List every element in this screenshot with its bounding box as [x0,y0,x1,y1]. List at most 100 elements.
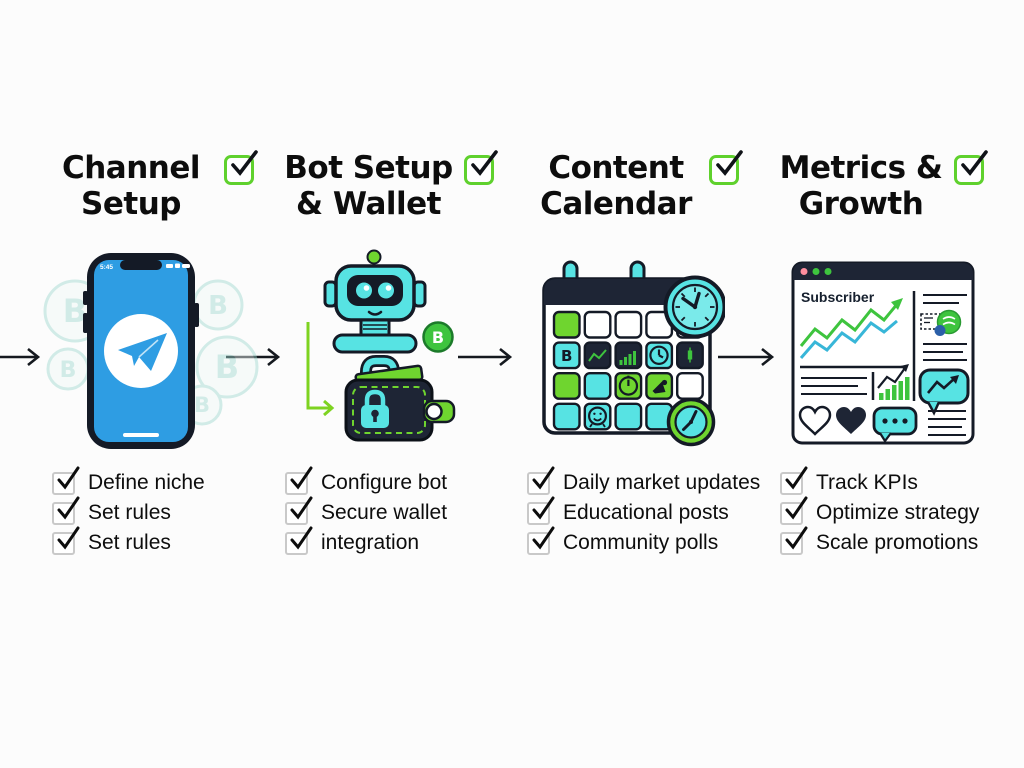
checklist-item: Configure bot [285,466,448,495]
checkbox-checked-icon [780,496,808,525]
column-title-channel-setup: Channel Setup [30,150,260,222]
checkbox-checked-icon [527,496,555,525]
page-title: Content Calendar [540,150,692,222]
svg-text:B: B [208,291,228,321]
checklist-item: Secure wallet [285,496,448,525]
text-lines [923,294,967,304]
checklist-content-calendar: Daily market updates Educational posts C… [527,466,760,555]
checklist-label: Secure wallet [321,501,448,524]
green-connector-arrow [306,322,335,417]
flow-arrow [226,347,281,367]
telegram-logo [104,314,178,388]
column-bot-setup-wallet: Bot Setup & Wallet [265,150,500,600]
title-checkbox-icon [224,150,258,185]
clock-icon-large [663,275,725,339]
timer-cell-icon [618,375,639,396]
column-channel-setup: Channel Setup B B B B B [30,150,260,600]
flow-arrow [458,347,513,367]
window-dot-green [824,268,832,275]
bitcoin-coins-background: B B B B B B [43,279,259,426]
mini-bar-chart [877,364,910,400]
checkbox-checked-icon [527,526,555,555]
checklist-item: Scale promotions [780,526,979,555]
window-dot-green [812,268,820,275]
page-title: Metrics & Growth [779,150,943,222]
window-dot-red [800,268,808,275]
checkbox-checked-icon [52,526,80,555]
status-time: 5:45 [100,264,113,271]
bar-chart-cell-icon [619,351,636,365]
text-lines [928,410,966,436]
checklist-label: Community polls [563,531,719,554]
text-lines [801,377,867,395]
checklist-label: Define niche [88,471,205,494]
page-title: Channel Setup [61,150,201,222]
checklist-label: Track KPIs [816,471,918,494]
svg-text:B: B [432,328,444,347]
checkbox-checked-icon [780,526,808,555]
checklist-label: integration [321,531,420,554]
checklist-label: Optimize strategy [816,501,980,524]
heart-filled-icon [836,407,866,434]
checklist-item: Set rules [52,526,205,555]
checkbox-checked-icon [285,526,313,555]
checklist-bot-setup: Configure bot Secure wallet integration [285,466,448,555]
chat-chart-bubble-icon [918,368,970,416]
telegram-phone-illustration: B B B B B B 5:45 [43,253,259,449]
checkbox-checked-icon [780,466,808,495]
robot-face [347,275,403,306]
checklist-label: Educational posts [563,501,729,524]
robot [323,249,427,354]
bell-cell-icon [652,379,668,394]
subscriber-growth-chart [799,298,905,369]
status-icons [166,263,190,268]
padlock-icon [361,389,389,428]
page-title: Bot Setup & Wallet [284,150,453,222]
column-title-content-calendar: Content Calendar [515,150,745,222]
checklist-item: Define niche [52,466,205,495]
analytics-dashboard-illustration: Subscriber [791,261,975,445]
clock-cell-icon [649,345,669,366]
column-title-metrics-growth: Metrics & Growth [760,150,990,222]
checkbox-checked-icon [285,466,313,495]
checklist-item: Optimize strategy [780,496,980,525]
title-checkbox-icon [709,150,743,185]
checkbox-checked-icon [527,466,555,495]
text-lines [923,343,967,361]
column-title-bot-setup: Bot Setup & Wallet [265,150,500,222]
alarm-clock-cell-icon [587,406,607,428]
checkbox-checked-icon [52,496,80,525]
checkbox-checked-icon [285,496,313,525]
calendar-grid [552,310,704,431]
checklist-label: Scale promotions [816,531,979,554]
checklist-item: integration [285,526,447,555]
antenna-ball [366,249,382,265]
flow-arrow [0,347,41,367]
calendar-illustration: B [542,260,725,447]
flow-arrow [718,347,775,367]
svg-text:B: B [194,393,210,417]
column-content-calendar: Content Calendar [515,150,760,600]
checklist-label: Set rules [88,531,171,554]
title-checkbox-icon [954,150,988,185]
svg-text:B: B [215,348,239,386]
checklist-item: Educational posts [527,496,760,525]
phone-notch [120,260,162,270]
bitcoin-coin-icon: B [422,321,454,353]
checklist-label: Configure bot [321,471,448,494]
checkbox-checked-icon [52,466,80,495]
svg-text:B: B [60,358,77,383]
avatar-coin-icon [920,309,962,336]
smartphone: 5:45 [83,253,199,449]
checklist-item: Daily market updates [527,466,760,495]
bitcoin-cell-icon: B [561,347,572,365]
checklist-metrics-growth: Track KPIs Optimize strategy Scale promo… [780,466,980,555]
robot-wallet-illustration: B [306,249,456,442]
browser-header [793,263,973,280]
chat-dots-bubble-icon [872,406,918,443]
heart-outline-icon [798,405,832,436]
subscriber-label: Subscriber [801,289,875,305]
checklist-item: Track KPIs [780,466,979,495]
checklist-channel-setup: Define niche Set rules Set rules [52,466,205,555]
